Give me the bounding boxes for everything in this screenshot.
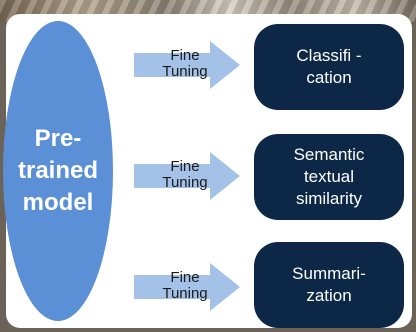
fine-tuning-label-1: Fine Tuning <box>150 48 220 80</box>
fine-tuning-arrow-1: Fine Tuning <box>134 41 240 89</box>
pretrained-model-label: Pre- trained model <box>8 123 108 219</box>
task-summarization-label: Summari- zation <box>269 263 389 307</box>
task-semantic-line-3: similarity <box>295 189 363 208</box>
task-classification: Classifi - cation <box>254 24 404 110</box>
model-label-line-1: Pre- <box>34 125 82 152</box>
model-label-line-2: trained <box>17 157 98 184</box>
fine-tuning-label-3-line-1: Fine <box>170 269 200 286</box>
fine-tuning-label-1-line-1: Fine <box>170 47 200 64</box>
fine-tuning-label-1-line-2: Tuning <box>162 63 208 80</box>
fine-tuning-label-3: Fine Tuning <box>150 270 220 302</box>
fine-tuning-arrow-2: Fine Tuning <box>134 152 240 200</box>
task-semantic-label: Semantic textual similarity <box>269 144 389 210</box>
right-arrow-icon <box>134 263 240 311</box>
task-semantic-line-2: textual <box>303 167 355 186</box>
fine-tuning-label-2: Fine Tuning <box>150 159 220 191</box>
right-arrow-icon <box>134 152 240 200</box>
task-summarization-line-1: Summari- <box>292 264 366 283</box>
fine-tuning-label-2-line-2: Tuning <box>162 174 208 191</box>
fine-tuning-label-2-line-1: Fine <box>170 158 200 175</box>
task-classification-label: Classifi - cation <box>269 45 389 89</box>
right-arrow-icon <box>134 41 240 89</box>
task-classification-line-2: cation <box>306 68 352 87</box>
task-semantic-line-1: Semantic <box>293 145 365 164</box>
model-label-line-3: model <box>22 189 94 216</box>
task-classification-line-1: Classifi - <box>296 46 362 65</box>
task-summarization: Summari- zation <box>254 242 404 328</box>
task-summarization-line-2: zation <box>306 286 352 305</box>
pretrained-model-node: Pre- trained model <box>3 21 113 321</box>
fine-tuning-arrow-3: Fine Tuning <box>134 263 240 311</box>
task-semantic-textual-similarity: Semantic textual similarity <box>254 134 404 220</box>
fine-tuning-label-3-line-2: Tuning <box>162 285 208 302</box>
